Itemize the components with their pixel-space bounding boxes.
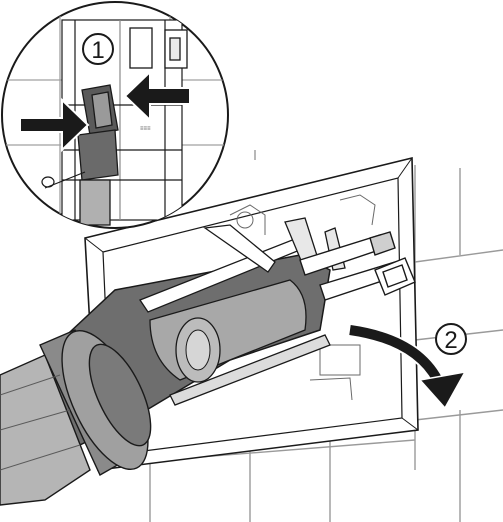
detail-marking: ≡≡≡: [140, 126, 151, 132]
step-1-badge: 1: [82, 33, 114, 65]
arrow-left-icon: [123, 69, 191, 123]
pull-out-arrow: [348, 323, 467, 410]
outlet-pipe: [0, 329, 152, 506]
cistern-interior: [229, 194, 376, 401]
squeeze-arrow-left: [19, 97, 90, 153]
detail-magnifier: ≡≡≡ 1: [1, 1, 229, 229]
step-1-number: 1: [91, 37, 104, 64]
arrow-right-icon: [19, 97, 90, 153]
curved-arrow-icon: [418, 370, 467, 410]
squeeze-arrow-right: [123, 69, 191, 123]
step-2-badge: 2: [435, 323, 467, 355]
step-2-number: 2: [444, 327, 457, 354]
